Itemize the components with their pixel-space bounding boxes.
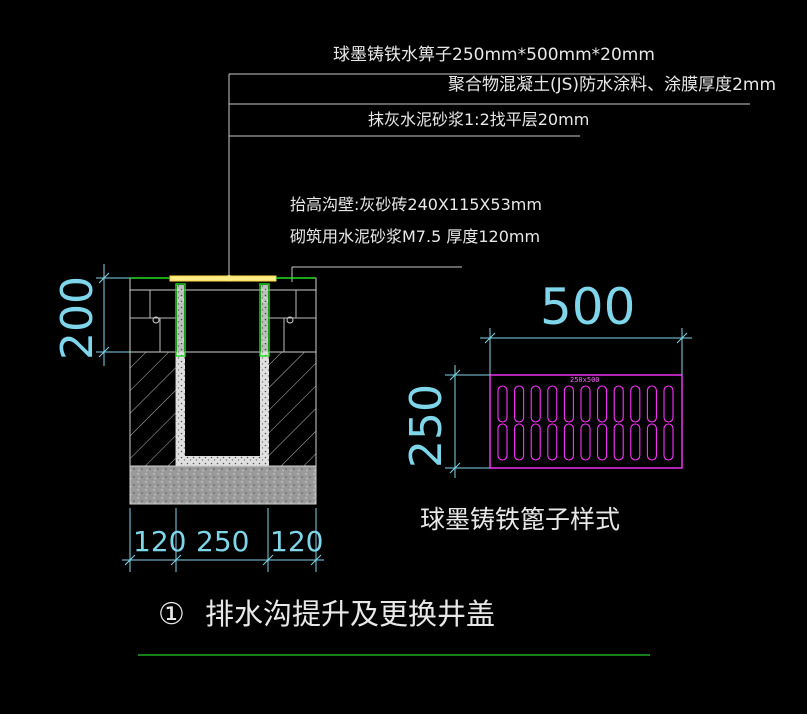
grate-slot xyxy=(646,423,657,461)
grate-plan-view: 250x500 xyxy=(489,374,683,469)
grate-height-label: 250 xyxy=(401,384,452,468)
grate-slot xyxy=(597,385,608,423)
waterproof-coating xyxy=(175,283,270,357)
grate-slot xyxy=(547,423,558,461)
grate-slot xyxy=(630,423,641,461)
raised-wall-outline xyxy=(129,277,317,353)
grate-slot xyxy=(563,423,574,461)
annotation-waterproofing: 聚合物混凝土(JS)防水涂料、涂膜厚度2mm xyxy=(448,75,776,95)
grate-slot xyxy=(646,385,657,423)
grate-slot xyxy=(530,385,541,423)
left-plaster-lining xyxy=(176,352,185,466)
drain-cross-section xyxy=(129,275,317,505)
grate-plate-label: 250x500 xyxy=(570,376,600,384)
grate-slot xyxy=(663,423,674,461)
grate-slot xyxy=(497,385,508,423)
left-concrete-wall xyxy=(129,351,177,467)
annotation-grate-spec: 球墨铸铁水箅子250mm*500mm*20mm xyxy=(333,45,655,65)
right-raised-lining xyxy=(261,285,268,355)
bottom-plaster-lining xyxy=(176,456,269,466)
grate-height-dimension xyxy=(445,365,490,478)
left-wall-dimension: 120 xyxy=(133,525,186,558)
grate-slots xyxy=(497,385,674,461)
right-plaster-lining xyxy=(260,352,269,466)
grate-slot xyxy=(597,423,608,461)
annotation-mortar: 砌筑用水泥砂浆M7.5 厚度120mm xyxy=(290,227,540,246)
width-dimension-line xyxy=(122,508,324,572)
annotation-leveling-layer: 抹灰水泥砂浆1:2找平层20mm xyxy=(368,110,589,129)
grate-caption: 球墨铸铁篦子样式 xyxy=(420,505,620,534)
channel-width-dimension: 250 xyxy=(196,525,249,558)
grate-slot xyxy=(630,385,641,423)
left-raised-lining xyxy=(177,285,184,355)
grate-slot xyxy=(530,423,541,461)
grate-slot xyxy=(663,385,674,423)
grate-outline xyxy=(489,374,683,469)
height-dimension-label: 200 xyxy=(52,276,103,360)
gravel-foundation xyxy=(129,465,317,505)
grate-slot xyxy=(580,423,591,461)
right-concrete-wall xyxy=(267,351,317,467)
title-text: 排水沟提升及更换井盖 xyxy=(205,597,495,631)
grate-width-dimension xyxy=(480,328,692,375)
right-wall-dimension: 120 xyxy=(270,525,323,558)
grate-slot xyxy=(514,423,525,461)
grate-slot xyxy=(497,423,508,461)
grate-slot xyxy=(580,385,591,423)
grate-slot xyxy=(563,385,574,423)
grate-slot xyxy=(613,385,624,423)
annotation-raised-wall: 抬高沟壁:灰砂砖240X115X53mm xyxy=(290,195,542,214)
height-dimension xyxy=(96,264,130,366)
title-number: ① xyxy=(158,597,185,632)
grate-cover-plate xyxy=(169,275,277,282)
grate-slot xyxy=(613,423,624,461)
grate-width-label: 500 xyxy=(540,278,635,336)
grate-slot xyxy=(547,385,558,423)
leader-lines xyxy=(228,73,750,282)
grate-slot xyxy=(514,385,525,423)
